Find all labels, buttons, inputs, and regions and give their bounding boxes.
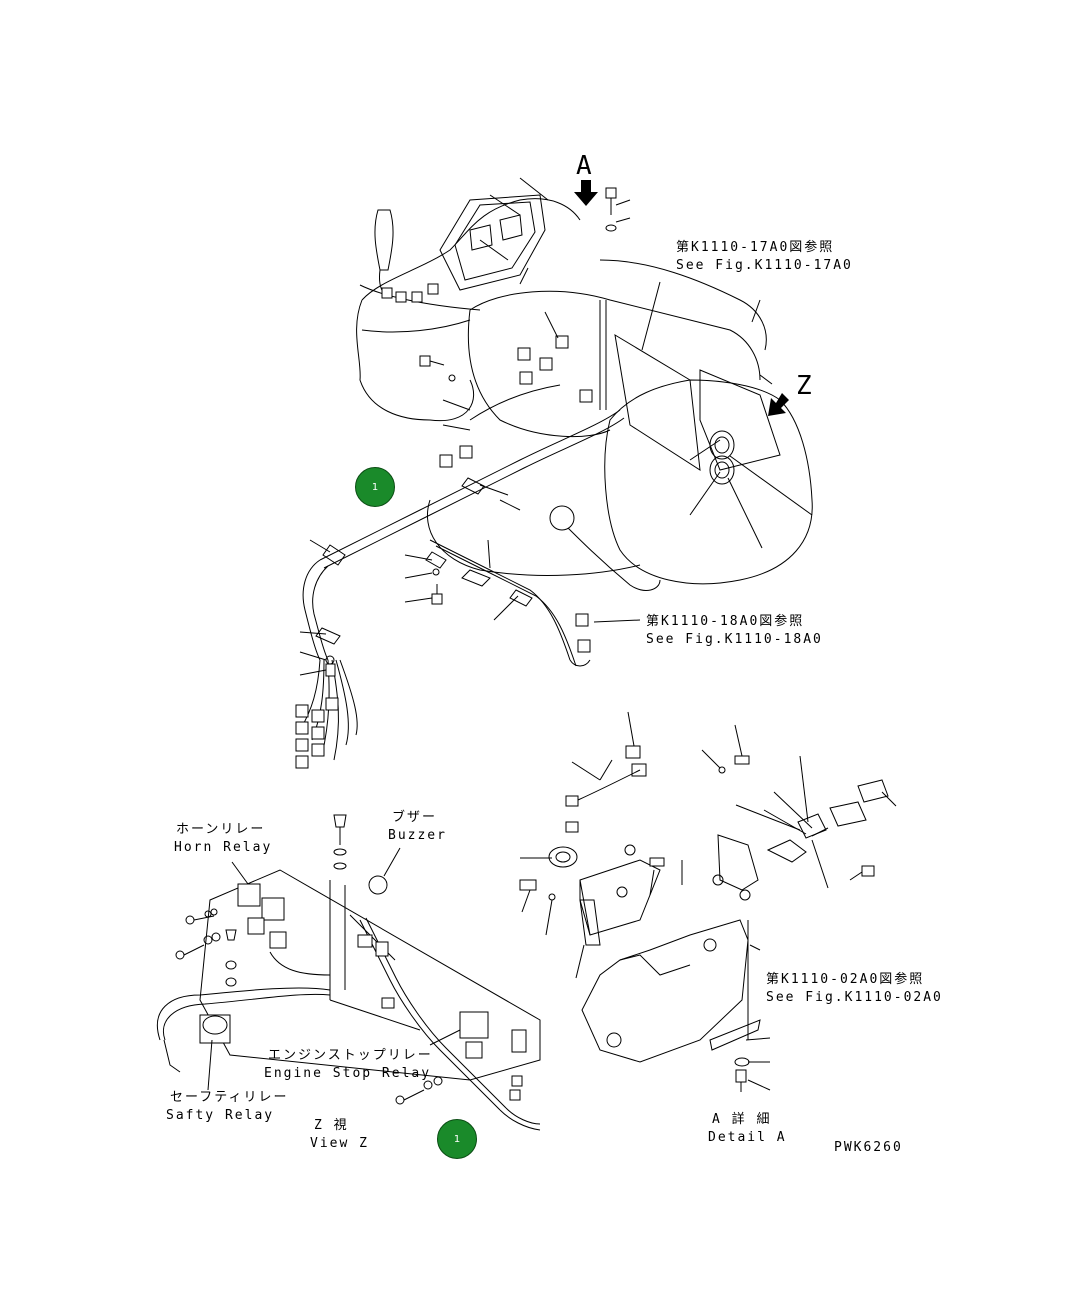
ref-02a0-jp: 第K1110-02A0図参照 xyxy=(766,972,925,987)
buzzer-jp: ブザー xyxy=(392,810,438,825)
view-z-jp: Z 視 xyxy=(314,1118,349,1133)
connectors-top xyxy=(295,283,593,769)
leader-lines-top xyxy=(299,177,813,676)
engine-stop-relay-jp: エンジンストップリレー xyxy=(268,1048,433,1063)
arrow-z-icon xyxy=(768,393,789,416)
view-arrow-a-label: A xyxy=(576,151,594,181)
buzzer-en: Buzzer xyxy=(388,828,447,843)
horn-relay-en: Horn Relay xyxy=(174,840,273,855)
safety-relay-jp: セーフティリレー xyxy=(170,1090,289,1105)
callout-1-harness-bottom[interactable]: 1 xyxy=(437,1119,477,1159)
view-arrow-z-label: Z xyxy=(796,371,814,401)
main-harness xyxy=(299,284,625,761)
ref-02a0-en: See Fig.K1110-02A0 xyxy=(766,990,943,1005)
drawing-number: PWK6260 xyxy=(834,1140,903,1155)
arrow-a-icon xyxy=(574,180,598,206)
view-z-assembly xyxy=(156,814,541,1131)
detail-a-en: Detail A xyxy=(708,1130,787,1145)
ref-17a0-en: See Fig.K1110-17A0 xyxy=(676,258,853,273)
ref-18a0-en: See Fig.K1110-18A0 xyxy=(646,632,823,647)
fasteners-top xyxy=(315,187,617,677)
horn-relay-jp: ホーンリレー xyxy=(176,822,266,837)
detail-a-jp: A 詳 細 xyxy=(712,1112,772,1127)
engine-stop-relay-en: Engine Stop Relay xyxy=(264,1066,432,1081)
view-z-en: View Z xyxy=(310,1136,369,1151)
callout-1-harness-top[interactable]: 1 xyxy=(355,467,395,507)
ref-18a0-jp: 第K1110-18A0図参照 xyxy=(646,614,805,629)
detail-a-assembly xyxy=(519,711,897,1092)
ref-17a0-jp: 第K1110-17A0図参照 xyxy=(676,240,835,255)
safety-relay-en: Safty Relay xyxy=(166,1108,275,1123)
